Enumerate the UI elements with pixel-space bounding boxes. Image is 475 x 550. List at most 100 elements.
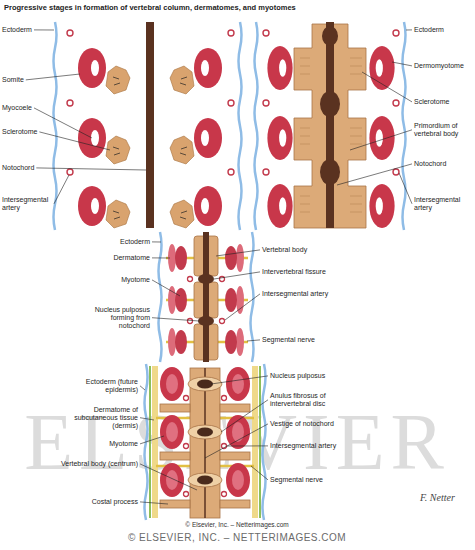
leader-line bbox=[337, 164, 412, 185]
ectoderm-green-layer bbox=[150, 366, 260, 518]
artery-dot bbox=[222, 396, 227, 401]
leader-line bbox=[140, 502, 168, 504]
dermatome bbox=[168, 244, 244, 356]
part-label: Ectoderm bbox=[120, 238, 150, 246]
part-label: Sclerotome bbox=[2, 128, 37, 136]
artist-signature: F. Netter bbox=[420, 492, 455, 503]
early-somite-stage bbox=[54, 22, 242, 230]
artery-dot bbox=[184, 396, 189, 401]
notochord-bulge bbox=[198, 316, 214, 326]
somite bbox=[194, 186, 222, 226]
ectoderm-line bbox=[159, 232, 162, 362]
dermis-layer bbox=[152, 366, 158, 518]
leader-line bbox=[406, 29, 412, 30]
leader-line bbox=[247, 340, 260, 341]
notochord-bulge bbox=[198, 274, 214, 284]
part-label: Intersegmental artery bbox=[262, 290, 328, 298]
somite bbox=[78, 48, 106, 88]
ectoderm-line bbox=[263, 364, 266, 520]
sclerotome-cells bbox=[170, 200, 194, 228]
leader-line bbox=[140, 464, 197, 490]
leader-line bbox=[216, 250, 260, 256]
sclerotome-cells bbox=[170, 66, 194, 94]
leader-line bbox=[26, 74, 80, 80]
artery-dot bbox=[188, 277, 193, 282]
copyright-notice: © Elsevier, Inc. – Netterimages.com bbox=[185, 521, 288, 528]
part-label: Ectoderm bbox=[414, 26, 444, 34]
dermomyotome bbox=[267, 46, 292, 90]
artery-dot bbox=[393, 30, 399, 36]
part-label: Dermomyotome bbox=[414, 62, 464, 70]
leader-line bbox=[140, 436, 164, 444]
leader-line bbox=[350, 130, 412, 150]
part-label: Dermatome of subcutaneous tissue (dermis… bbox=[56, 406, 138, 429]
part-label: Myotome bbox=[121, 276, 150, 284]
leader-line bbox=[251, 466, 268, 480]
leader-line bbox=[39, 132, 110, 150]
part-label: Costal process bbox=[92, 498, 138, 506]
anulus-fibrosus bbox=[188, 377, 222, 487]
leader-line bbox=[214, 272, 260, 279]
myotome bbox=[175, 246, 237, 354]
dermomyotome bbox=[369, 116, 394, 160]
leader-line bbox=[54, 175, 69, 204]
somite bbox=[194, 118, 222, 158]
part-label: Segmental nerve bbox=[270, 476, 323, 484]
artery-dot bbox=[228, 100, 234, 106]
artery-dot bbox=[188, 319, 193, 324]
artery-dot bbox=[228, 30, 234, 36]
artery-dot bbox=[393, 169, 399, 175]
part-label: Myotome bbox=[109, 440, 138, 448]
part-label: Nucleus pulposus bbox=[270, 372, 325, 380]
vertebral-column-stage bbox=[145, 364, 266, 520]
part-label: Vertebral body bbox=[262, 246, 307, 254]
leader-line bbox=[205, 424, 268, 458]
leader-line bbox=[140, 386, 145, 390]
sclerotome-cells bbox=[170, 136, 194, 164]
part-label: Intersegmental artery bbox=[414, 196, 470, 212]
part-label: Myocoele bbox=[2, 104, 32, 112]
sclerotome-stage bbox=[255, 22, 406, 230]
leader-line bbox=[34, 29, 54, 30]
artery-dot bbox=[67, 100, 73, 106]
part-label: Nucleus pulposus forming from notochord bbox=[88, 306, 150, 329]
artery-dot bbox=[67, 30, 73, 36]
dermomyotome bbox=[369, 184, 394, 228]
artery-dot bbox=[263, 100, 269, 106]
notochord-bulge bbox=[320, 159, 340, 185]
part-label: Notochord bbox=[2, 164, 34, 172]
somite bbox=[194, 48, 222, 88]
notochord-rod bbox=[146, 22, 154, 228]
leader-line bbox=[225, 294, 260, 320]
artery-dot bbox=[263, 169, 269, 175]
part-label: Intervertebral fissure bbox=[262, 268, 326, 276]
part-label: Notochord bbox=[414, 160, 446, 168]
part-label: Dermatome bbox=[113, 254, 150, 262]
part-label: Ectoderm (future epidermis) bbox=[56, 378, 138, 394]
notochord-rod bbox=[326, 22, 334, 228]
ectoderm-line bbox=[403, 22, 406, 230]
part-label: Somite bbox=[2, 76, 24, 84]
leader-line bbox=[362, 72, 412, 102]
leader-line bbox=[211, 376, 268, 384]
leader-line bbox=[34, 108, 92, 138]
part-label: Sclerotome bbox=[414, 98, 449, 106]
leader-line bbox=[152, 257, 170, 258]
sclerotome-cells bbox=[106, 200, 130, 228]
copyright-notice: © ELSEVIER, INC. – NETTERIMAGES.COM bbox=[128, 532, 346, 543]
myotome bbox=[160, 367, 250, 497]
artery-dot bbox=[184, 444, 189, 449]
dermomyotome bbox=[369, 46, 394, 90]
artery-dot bbox=[222, 492, 227, 497]
dermis-layer bbox=[252, 366, 258, 518]
ectoderm-line bbox=[54, 22, 57, 230]
leader-line bbox=[399, 173, 412, 204]
part-label: Vestige of notochord bbox=[270, 420, 334, 428]
figure-title: Progressive stages in formation of verte… bbox=[4, 3, 296, 12]
fissure-stage bbox=[159, 232, 254, 362]
leader-line bbox=[152, 318, 199, 321]
artery-dot bbox=[393, 100, 399, 106]
part-label: Ectoderm bbox=[2, 26, 32, 34]
